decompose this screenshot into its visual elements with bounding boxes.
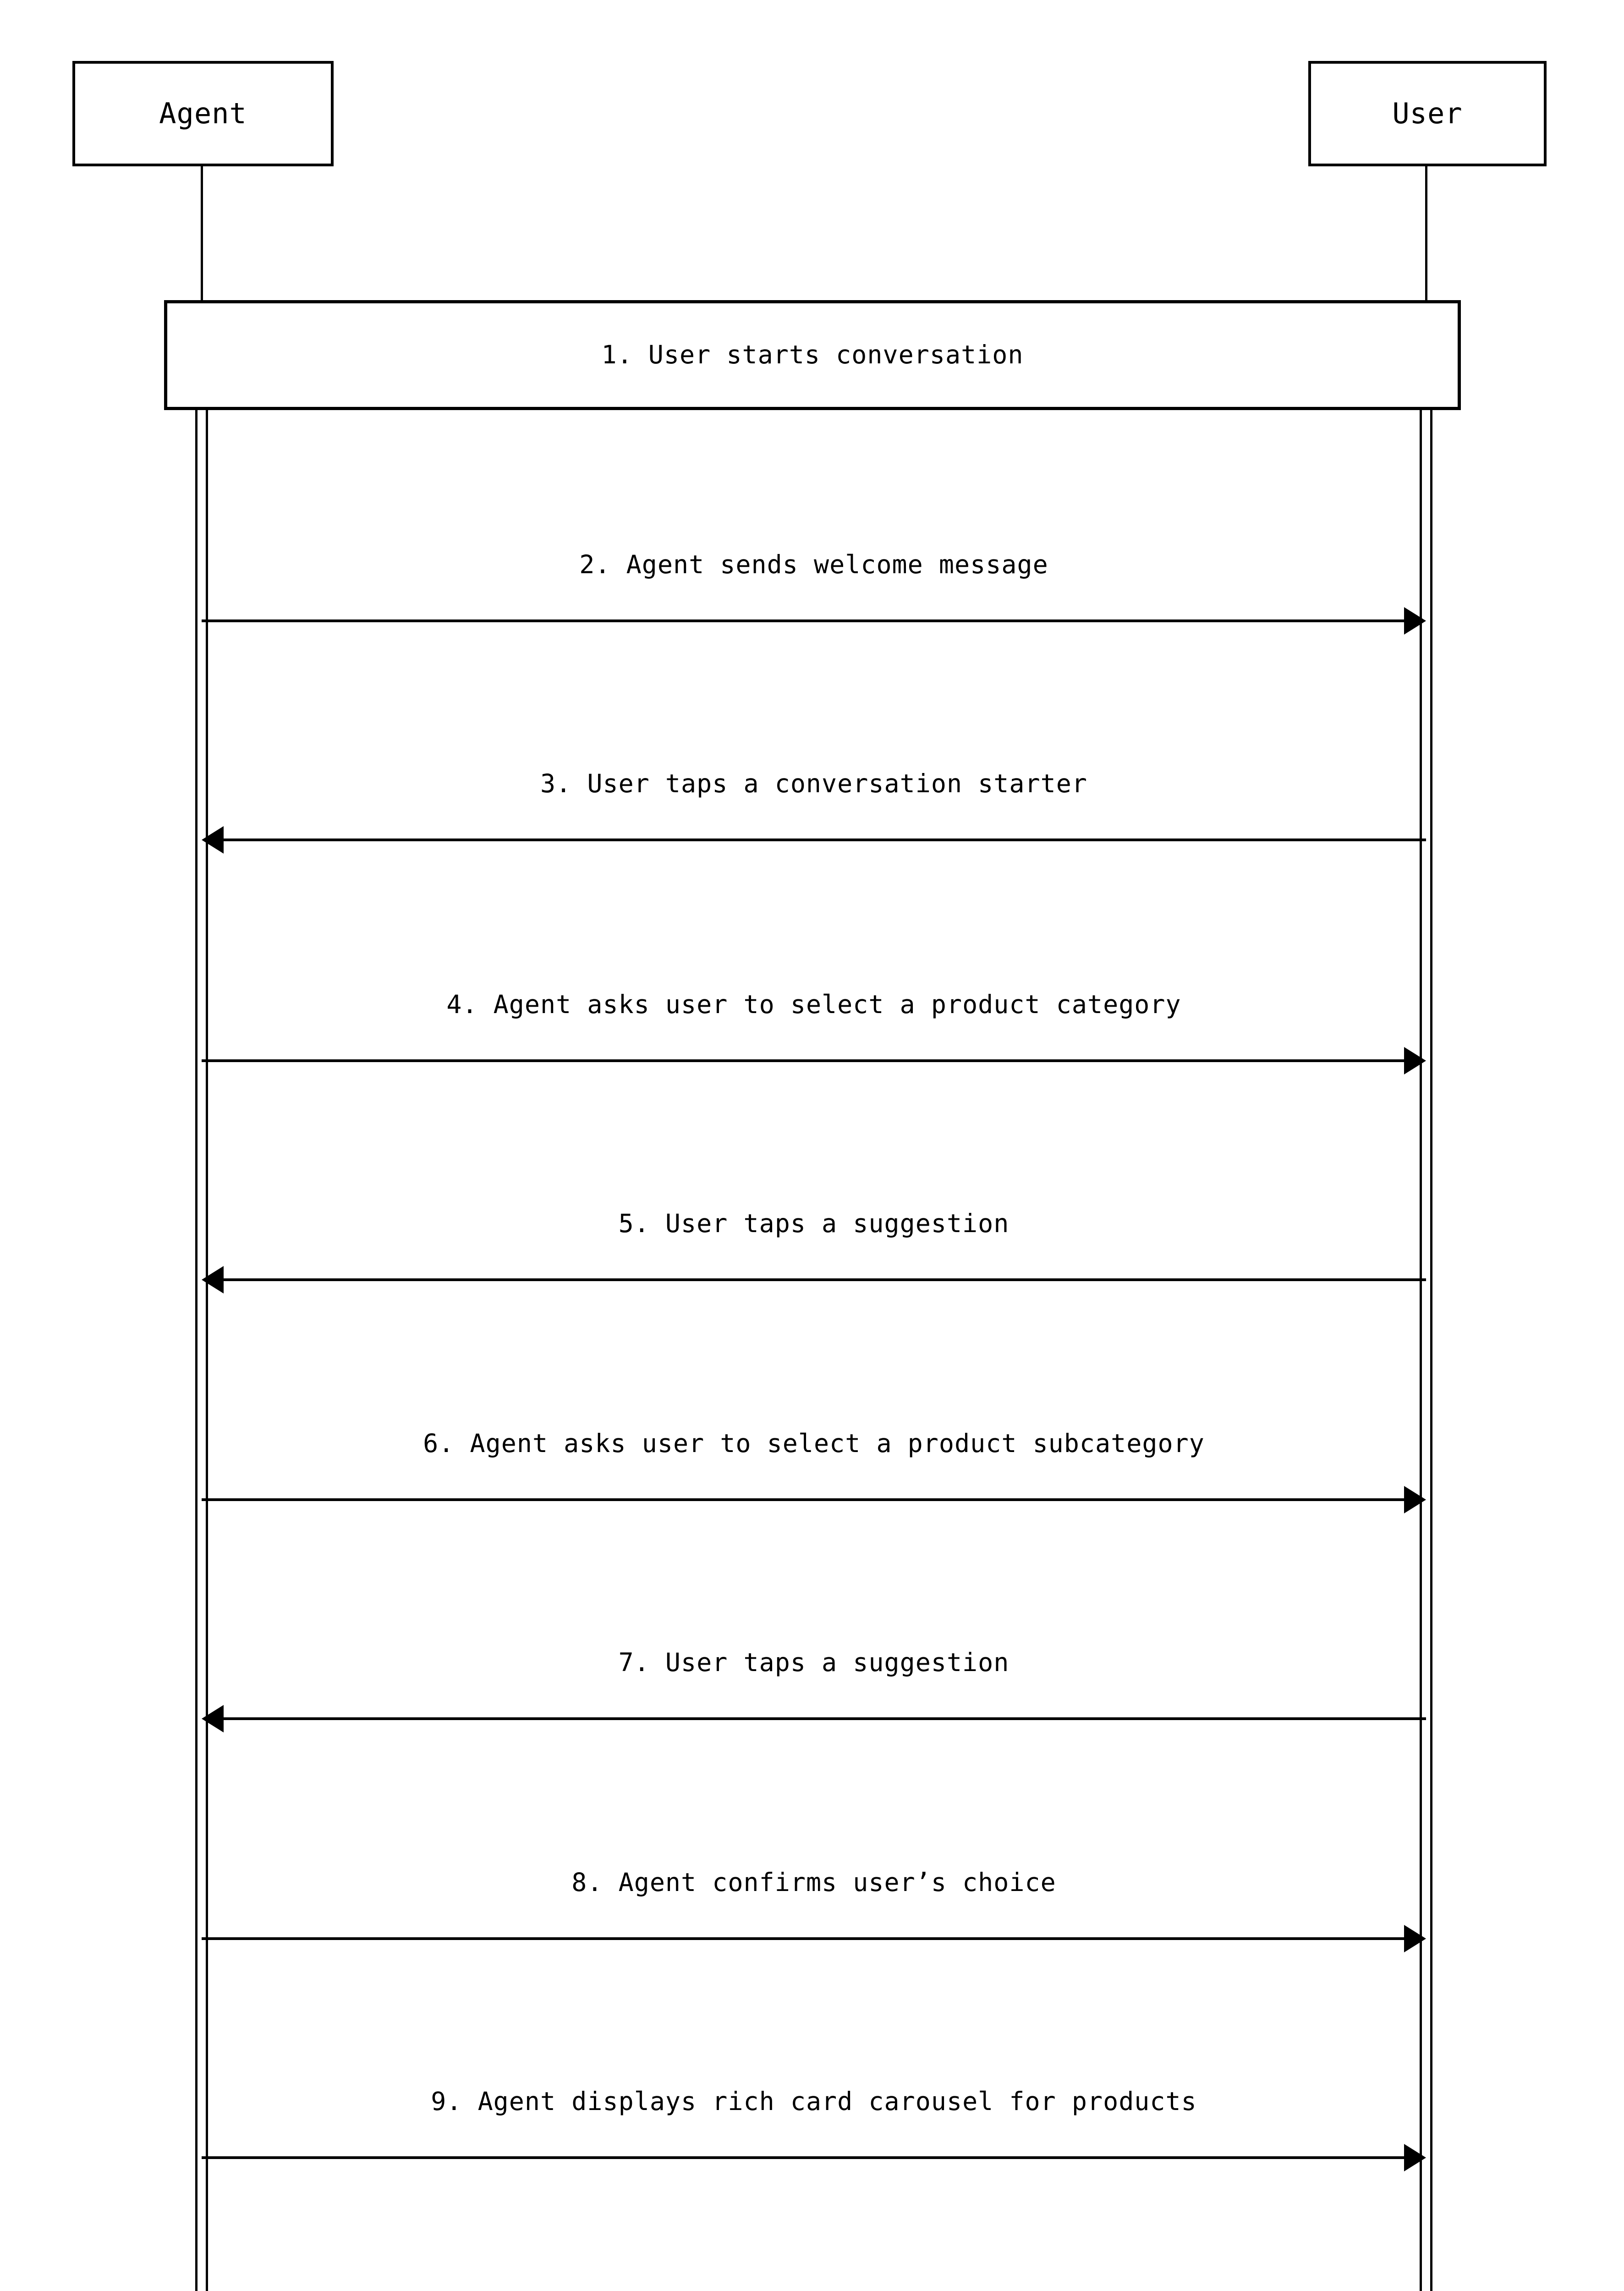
- activation-bar-agent: [195, 300, 208, 2291]
- arrowhead-right-2: [1404, 607, 1426, 635]
- arrowhead-right-6: [1404, 1486, 1426, 1513]
- message-label-5: 5. User taps a suggestion: [618, 1209, 1010, 1238]
- header-label-agent: Agent: [159, 97, 247, 130]
- note-label: 1. User starts conversation: [601, 340, 1024, 370]
- message-label-9: 9. Agent displays rich card carousel for…: [431, 2087, 1197, 2116]
- arrowhead-right-4: [1404, 1047, 1426, 1074]
- header-label-user: User: [1392, 97, 1463, 130]
- message-9: 9. Agent displays rich card carousel for…: [202, 2087, 1426, 2184]
- message-label-3: 3. User taps a conversation starter: [540, 769, 1087, 798]
- message-line-4: [202, 1059, 1408, 1062]
- message-line-3: [220, 839, 1426, 841]
- note-box-step-1: 1. User starts conversation: [164, 300, 1461, 410]
- message-7: 7. User taps a suggestion: [202, 1648, 1426, 1745]
- message-label-7: 7. User taps a suggestion: [618, 1648, 1010, 1677]
- message-line-7: [220, 1717, 1426, 1720]
- message-6: 6. Agent asks user to select a product s…: [202, 1429, 1426, 1526]
- message-label-2: 2. Agent sends welcome message: [579, 550, 1048, 579]
- message-label-4: 4. Agent asks user to select a product c…: [446, 990, 1181, 1019]
- arrowhead-left-7: [202, 1705, 224, 1732]
- header-box-agent[interactable]: Agent: [72, 61, 334, 166]
- arrowhead-left-5: [202, 1266, 224, 1293]
- header-box-user[interactable]: User: [1308, 61, 1547, 166]
- message-label-8: 8. Agent confirms user’s choice: [571, 1868, 1056, 1897]
- message-8: 8. Agent confirms user’s choice: [202, 1868, 1426, 1965]
- arrowhead-left-3: [202, 826, 224, 854]
- message-line-6: [202, 1498, 1408, 1501]
- message-5: 5. User taps a suggestion: [202, 1209, 1426, 1306]
- arrowhead-right-9: [1404, 2144, 1426, 2171]
- arrowhead-right-8: [1404, 1925, 1426, 1952]
- message-line-9: [202, 2156, 1408, 2159]
- message-3: 3. User taps a conversation starter: [202, 769, 1426, 866]
- message-line-5: [220, 1278, 1426, 1281]
- message-line-2: [202, 619, 1408, 622]
- message-line-8: [202, 1937, 1408, 1940]
- message-2: 2. Agent sends welcome message: [202, 550, 1426, 647]
- message-4: 4. Agent asks user to select a product c…: [202, 990, 1426, 1087]
- message-label-6: 6. Agent asks user to select a product s…: [423, 1429, 1205, 1458]
